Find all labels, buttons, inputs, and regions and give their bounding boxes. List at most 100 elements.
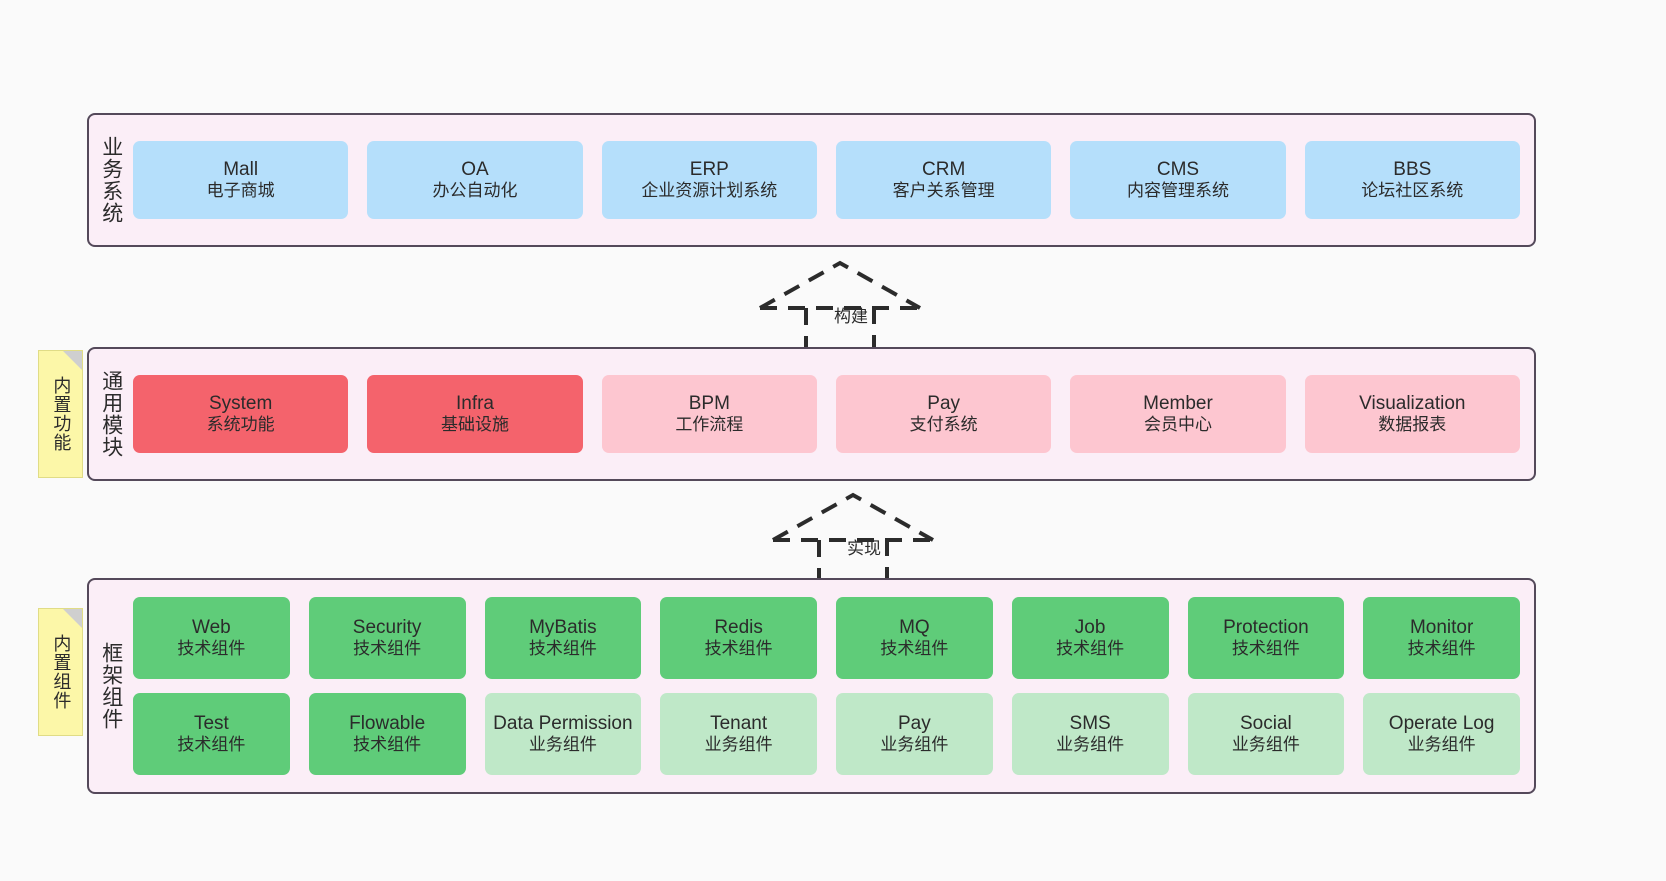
common-modules-row: System 系统功能 Infra 基础设施 BPM 工作流程 Pay 支付系统… [133,375,1520,453]
card-mall[interactable]: Mall 电子商城 [133,141,349,219]
card-bpm-desc: 工作流程 [675,415,744,435]
card-sms-name: SMS [1069,713,1111,735]
card-protection-desc: 技术组件 [1231,639,1300,659]
card-visualization-desc: 数据报表 [1378,415,1447,435]
card-sms-desc: 业务组件 [1056,735,1125,755]
card-cms-desc: 内容管理系统 [1126,181,1229,201]
layer-common-modules-body: System 系统功能 Infra 基础设施 BPM 工作流程 Pay 支付系统… [133,349,1534,479]
card-test-name: Test [193,713,229,735]
card-member[interactable]: Member 会员中心 [1070,375,1286,453]
card-web[interactable]: Web 技术组件 [133,597,290,679]
card-social-name: Social [1240,713,1292,735]
card-tenant[interactable]: Tenant 业务组件 [660,693,817,775]
layer-business-systems: 业务系统 Mall 电子商城 OA 办公自动化 ERP 企业资源计划系统 CRM… [87,113,1536,247]
card-erp[interactable]: ERP 企业资源计划系统 [601,141,817,219]
card-tenant-desc: 业务组件 [704,735,773,755]
sticky-note-builtin-components: 内置组件 [38,608,83,736]
layer-common-modules-title: 通用模块 [99,370,123,458]
connector-build-label: 构建 [834,307,868,326]
card-monitor-desc: 技术组件 [1407,639,1476,659]
card-pay-module-desc: 支付系统 [909,415,978,435]
card-oa-name: OA [461,159,489,181]
card-web-name: Web [192,617,231,639]
card-pay-component[interactable]: Pay 业务组件 [836,693,993,775]
card-sms[interactable]: SMS 业务组件 [1011,693,1169,775]
card-infra[interactable]: Infra 基础设施 [367,375,583,453]
card-crm-name: CRM [922,159,966,181]
layer-framework-components-body: Web 技术组件 Security 技术组件 MyBatis 技术组件 Redi… [133,580,1534,792]
card-security-name: Security [352,617,422,639]
layer-framework-components-title: 框架组件 [99,642,123,730]
card-social[interactable]: Social 业务组件 [1187,693,1345,775]
card-flowable-desc: 技术组件 [353,735,422,755]
card-job-name: Job [1074,617,1106,639]
card-bpm[interactable]: BPM 工作流程 [601,375,817,453]
sticky-note-builtin-components-label: 内置组件 [51,634,72,710]
card-protection-name: Protection [1223,617,1309,639]
business-systems-row: Mall 电子商城 OA 办公自动化 ERP 企业资源计划系统 CRM 客户关系… [133,141,1520,219]
card-bbs-name: BBS [1393,159,1432,181]
card-pay-component-name: Pay [898,713,931,735]
sticky-note-builtin-features-label: 内置功能 [51,376,72,452]
card-flowable[interactable]: Flowable 技术组件 [308,693,466,775]
card-tenant-name: Tenant [710,713,768,735]
card-operate-log[interactable]: Operate Log 业务组件 [1363,693,1520,775]
card-security-desc: 技术组件 [353,639,422,659]
card-bpm-name: BPM [688,393,730,415]
card-web-desc: 技术组件 [177,639,246,659]
card-job[interactable]: Job 技术组件 [1011,597,1169,679]
card-test-desc: 技术组件 [177,735,246,755]
card-data-permission-name: Data Permission [493,713,633,735]
layer-business-systems-title: 业务系统 [99,136,123,224]
card-flowable-name: Flowable [349,713,426,735]
card-operate-log-name: Operate Log [1388,713,1495,735]
card-mybatis-name: MyBatis [529,617,597,639]
card-mq-name: MQ [899,617,930,639]
layer-common-modules: 通用模块 System 系统功能 Infra 基础设施 BPM 工作流程 Pay… [87,347,1536,481]
card-oa[interactable]: OA 办公自动化 [367,141,583,219]
connector-implement-label: 实现 [847,539,881,558]
card-monitor[interactable]: Monitor 技术组件 [1363,597,1520,679]
connector-build: 构建 [750,258,930,354]
card-redis[interactable]: Redis 技术组件 [660,597,817,679]
card-data-permission[interactable]: Data Permission 业务组件 [484,693,642,775]
card-mq[interactable]: MQ 技术组件 [836,597,993,679]
card-infra-desc: 基础设施 [440,415,509,435]
card-redis-name: Redis [714,617,763,639]
card-mybatis[interactable]: MyBatis 技术组件 [484,597,642,679]
card-bbs[interactable]: BBS 论坛社区系统 [1304,141,1520,219]
card-system-desc: 系统功能 [206,415,275,435]
card-data-permission-desc: 业务组件 [528,735,597,755]
card-test[interactable]: Test 技术组件 [133,693,290,775]
card-member-desc: 会员中心 [1143,415,1212,435]
card-erp-name: ERP [689,159,729,181]
card-oa-desc: 办公自动化 [432,181,518,201]
card-system[interactable]: System 系统功能 [133,375,349,453]
card-redis-desc: 技术组件 [704,639,773,659]
layer-framework-components: 框架组件 Web 技术组件 Security 技术组件 MyBatis 技术组件… [87,578,1536,794]
card-security[interactable]: Security 技术组件 [308,597,466,679]
sticky-note-builtin-features: 内置功能 [38,350,83,478]
framework-biz-row: Test 技术组件 Flowable 技术组件 Data Permission … [133,693,1520,775]
card-protection[interactable]: Protection 技术组件 [1187,597,1345,679]
card-cms[interactable]: CMS 内容管理系统 [1070,141,1286,219]
card-operate-log-desc: 业务组件 [1407,735,1476,755]
card-visualization-name: Visualization [1359,393,1466,415]
card-erp-desc: 企业资源计划系统 [641,181,778,201]
card-pay-component-desc: 业务组件 [880,735,949,755]
framework-tech-row: Web 技术组件 Security 技术组件 MyBatis 技术组件 Redi… [133,597,1520,679]
card-member-name: Member [1143,393,1213,415]
card-system-name: System [208,393,273,415]
card-mall-name: Mall [223,159,259,181]
card-crm[interactable]: CRM 客户关系管理 [835,141,1052,219]
card-mybatis-desc: 技术组件 [528,639,597,659]
connector-implement: 实现 [763,490,943,586]
card-job-desc: 技术组件 [1056,639,1125,659]
card-mall-desc: 电子商城 [206,181,275,201]
card-visualization[interactable]: Visualization 数据报表 [1304,375,1520,453]
card-monitor-name: Monitor [1409,617,1474,639]
card-crm-desc: 客户关系管理 [892,181,995,201]
card-pay-module[interactable]: Pay 支付系统 [835,375,1052,453]
card-bbs-desc: 论坛社区系统 [1361,181,1464,201]
